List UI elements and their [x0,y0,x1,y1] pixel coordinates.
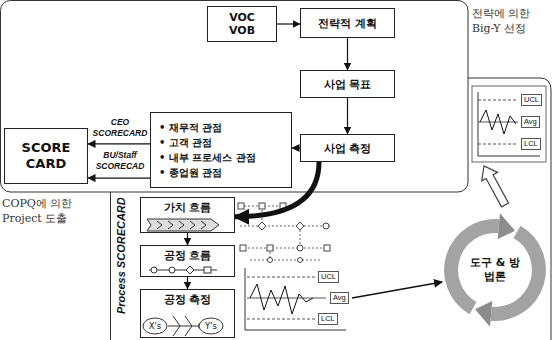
edge-label: BU/Staff SCORECAD [91,150,149,172]
average-line [478,122,518,123]
node-text: 공정 흐름 [141,249,234,262]
flow-step [151,267,157,273]
strategy-panel [1,1,469,193]
fishbone-spine [168,326,198,327]
note-text: 전략에 의한 Big-Y 선정 [472,6,550,36]
limit-line [478,100,518,101]
node-text: SCORE CARD [21,140,71,172]
chart-trace [250,284,313,314]
limit-tag: LCL [318,313,338,325]
scorecard-box: SCORE CARD [4,128,88,184]
node-text: • 내부 프로세스 관점 [159,150,291,165]
region-outline [468,78,551,340]
value-stream [147,219,219,231]
chevron [190,221,195,229]
cycle-head [475,301,492,327]
connector [292,147,300,148]
limit-tag: UCL [318,271,339,283]
limit-line [247,277,315,278]
node-text: • 종업원 관점 [159,165,291,180]
connector [88,178,150,179]
limit-tag: LCL [521,138,541,150]
note-text: COPQ에 의한 Project 도출 [2,196,82,226]
perspective-list: • 재무적 관점• 고객 관점• 내부 프로세스 관점• 종업원 관점 [150,112,292,188]
limit-line [247,319,315,320]
factor-text: X's [143,320,167,332]
factor-text: Y's [199,320,223,332]
node-text: 도구 & 방법론 [467,256,523,284]
limit-line [478,144,518,145]
connector [88,143,150,144]
cause-bubble [143,318,167,334]
node-text: VOC VOB [222,11,262,37]
connector [347,98,348,134]
limit-tag: Avg [330,292,349,304]
chart-trace [480,110,516,134]
cycle-symbol: 도구 & 방법론 [440,208,550,332]
node-text: 공정 측정 [141,293,234,306]
node-text: 전략적 계획 [318,17,377,30]
connector [277,23,300,24]
process-box: 사업 측정 [300,134,395,162]
process-box: 공정 측정 X's Y's [140,289,235,338]
hollow-arrow [482,166,509,207]
node-text: 사업 측정 [324,142,372,155]
vertical-title: Process SCORECARD [114,197,128,314]
chevron [179,221,184,229]
chevron [201,221,206,229]
process-box: 사업 목표 [300,70,395,98]
limit-tag: UCL [521,94,542,106]
process-box: 전략적 계획 [300,8,395,38]
node-text: 가치 흐름 [141,201,234,214]
feed-arrow [352,282,442,298]
connector [187,277,188,289]
effect-bubble [199,318,223,334]
connector [187,233,188,245]
flow-step [169,267,175,273]
node-text: • 고객 관점 [159,135,291,150]
limit-tag: Avg [521,116,540,128]
cycle-head [498,213,515,239]
edge-label: CEO SCORECARD [91,117,149,139]
flow-decision [186,266,194,274]
process-box: 가치 흐름 [140,197,235,233]
process-box: 공정 흐름 [140,245,235,277]
node-text: 사업 목표 [324,78,372,91]
connector [347,38,348,70]
input-box: VOC VOB [207,6,277,42]
chart-frame [472,86,546,162]
node-text: • 재무적 관점 [159,120,291,135]
average-line [247,298,326,299]
chevron [168,221,173,229]
fishbone-bones [173,316,192,336]
flow-step [204,267,211,273]
chevron [157,221,162,229]
fishbone-head [198,323,199,329]
